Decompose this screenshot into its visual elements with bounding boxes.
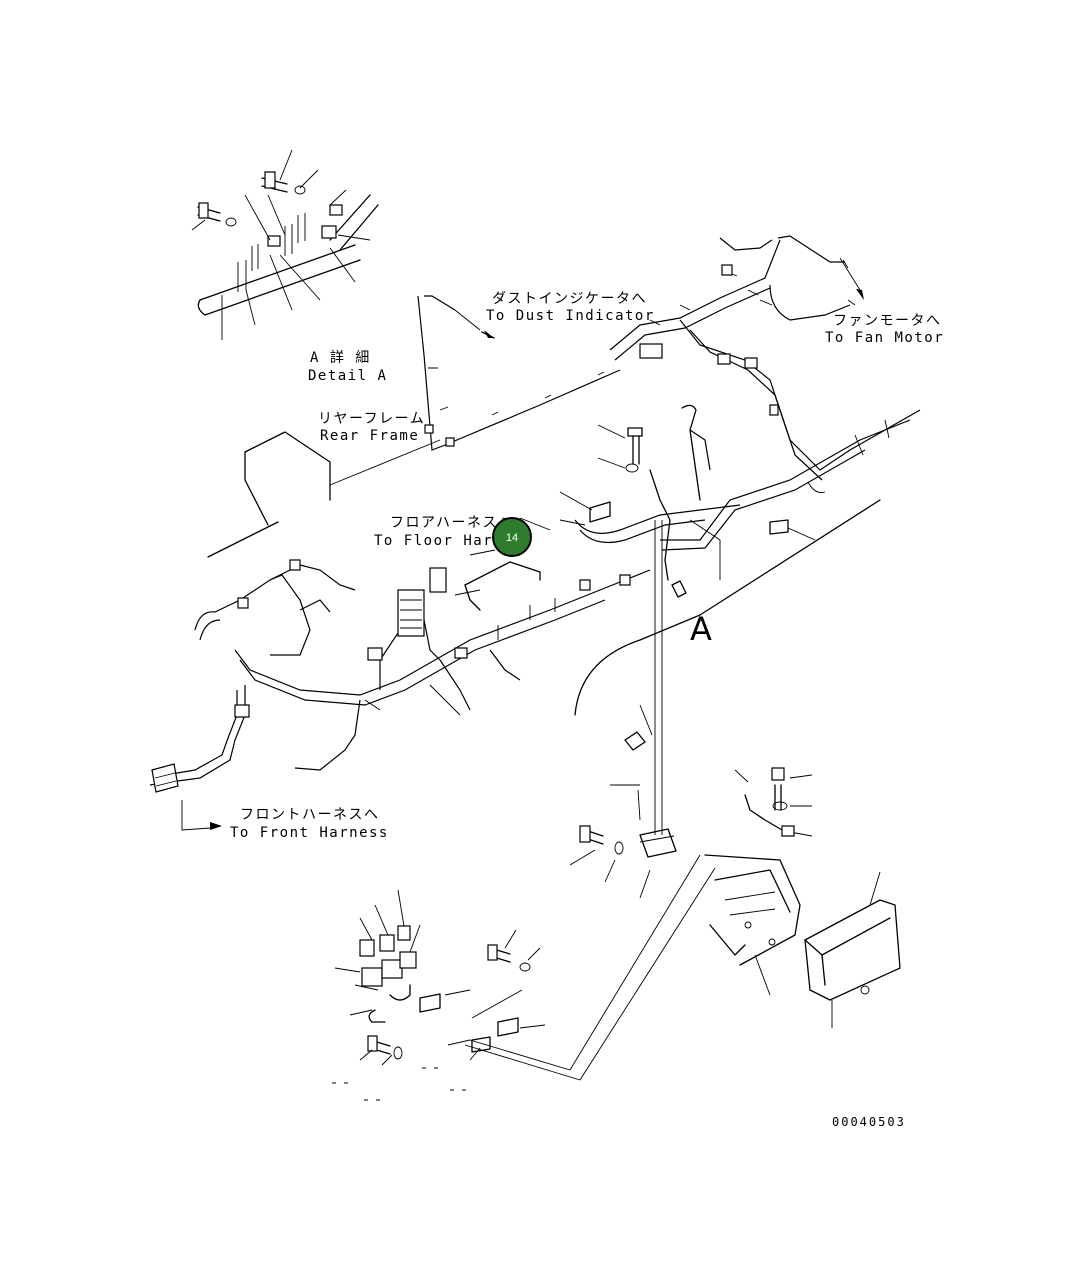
- callout-number[interactable]: 14: [506, 532, 518, 544]
- view-a-marker: A: [690, 610, 712, 648]
- dust-indicator-label-jp: ダストインジケータへ: [492, 291, 647, 307]
- rear-frame-label-en: Rear Frame: [320, 428, 419, 444]
- lower-right-assembly: [569, 704, 901, 1028]
- callout-badge[interactable]: 14: [492, 517, 532, 557]
- front-harness-label-en: To Front Harness: [230, 825, 389, 841]
- upper-main-harness: [609, 235, 921, 481]
- lower-main-harness: [149, 559, 651, 831]
- detail-a-title-en: Detail A: [308, 368, 387, 384]
- lower-middle-parts: [332, 854, 716, 1101]
- front-harness-label-jp: フロントハーネスへ: [240, 807, 380, 823]
- detail-a-title-jp: A 詳 細: [310, 350, 371, 366]
- dust-indicator-label-en: To Dust Indicator: [486, 308, 655, 324]
- rear-frame-outline: [207, 431, 881, 716]
- fan-motor-label-en: To Fan Motor: [825, 330, 944, 346]
- floor-harness-label-jp: フロアハーネスへ: [390, 515, 513, 531]
- dust-indicator-branch: [417, 295, 621, 451]
- fan-motor-label-jp: ファンモータへ: [833, 313, 942, 329]
- rear-frame-label-jp: リヤーフレーム: [318, 411, 425, 427]
- detail-a-inset: [191, 149, 379, 340]
- central-junction: [519, 404, 911, 835]
- drawing-number: 00040503: [832, 1115, 906, 1129]
- callout-badge-circle[interactable]: [492, 517, 532, 557]
